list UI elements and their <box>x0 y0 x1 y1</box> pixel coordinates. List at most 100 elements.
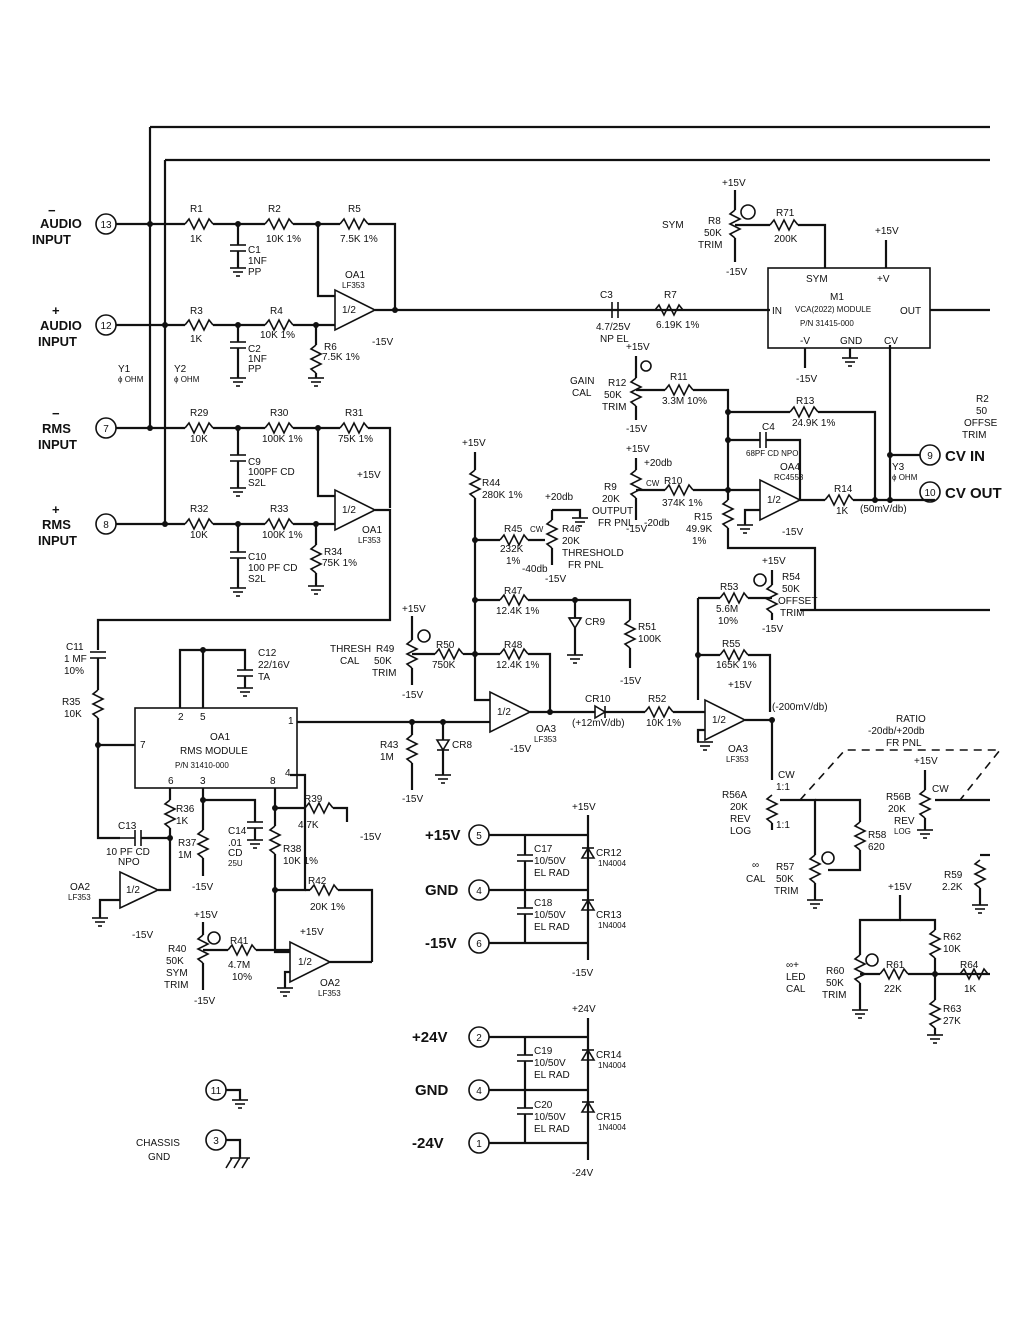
svg-text:R39: R39 <box>304 794 323 805</box>
svg-text:R61: R61 <box>886 960 905 971</box>
svg-text:10K 1%: 10K 1% <box>646 718 681 729</box>
svg-text:R34: R34 <box>324 547 343 558</box>
svg-text:27K: 27K <box>943 1016 961 1027</box>
svg-text:24.9K 1%: 24.9K 1% <box>792 418 835 429</box>
svg-text:10K: 10K <box>190 530 208 541</box>
svg-text:232K: 232K <box>500 544 524 555</box>
svg-text:+15V: +15V <box>875 226 899 237</box>
svg-text:Y3: Y3 <box>892 462 905 473</box>
svg-text:C9: C9 <box>248 457 261 468</box>
svg-text:11: 11 <box>211 1086 222 1097</box>
svg-text:10K: 10K <box>943 944 961 955</box>
svg-text:R64: R64 <box>960 960 979 971</box>
svg-text:1: 1 <box>476 1139 482 1150</box>
svg-text:1/2: 1/2 <box>712 715 726 726</box>
svg-text:+15V: +15V <box>572 802 596 813</box>
svg-text:R38: R38 <box>283 844 302 855</box>
svg-text:+20db: +20db <box>545 492 574 503</box>
svg-text:1:1: 1:1 <box>776 820 790 831</box>
svg-text:RMS MODULE: RMS MODULE <box>180 746 248 757</box>
svg-text:C2: C2 <box>248 344 261 355</box>
svg-text:1:1: 1:1 <box>776 782 790 793</box>
svg-text:R4: R4 <box>270 306 283 317</box>
svg-text:7.5K 1%: 7.5K 1% <box>340 234 378 245</box>
svg-text:R36: R36 <box>176 804 195 815</box>
svg-text:GAIN: GAIN <box>570 376 594 387</box>
svg-text:100 PF CD: 100 PF CD <box>248 563 297 574</box>
svg-text:−: − <box>48 203 56 218</box>
svg-text:OUTPUT: OUTPUT <box>592 506 633 517</box>
svg-text:R11: R11 <box>670 372 688 383</box>
svg-text:50: 50 <box>976 406 988 417</box>
svg-text:CW: CW <box>530 525 544 534</box>
svg-text:R55: R55 <box>722 639 741 650</box>
svg-text:12.4K 1%: 12.4K 1% <box>496 606 539 617</box>
ratio-control: RATIO -20db/+20db FR PNL +15V CW R56B 20… <box>746 714 1002 914</box>
svg-text:+: + <box>52 502 60 517</box>
svg-text:R3: R3 <box>190 306 203 317</box>
svg-text:4.7K: 4.7K <box>298 820 319 831</box>
led-cal: +15V ∞+ LED CAL R60 50K TRIM R61 22K R62… <box>786 882 990 1044</box>
svg-text:P/N 31415-000: P/N 31415-000 <box>800 319 854 328</box>
svg-text:+15V: +15V <box>914 756 938 767</box>
audio-minus-input: − AUDIO INPUT 13 R1 1K R2 10K 1% R5 7.5K… <box>32 203 397 310</box>
svg-text:6.19K 1%: 6.19K 1% <box>656 320 699 331</box>
oa2-section: R36 1K C13 10 PF CD NPO 1/2 OA2 LF353 -1… <box>68 773 381 998</box>
svg-text:R32: R32 <box>190 504 209 515</box>
svg-text:R56A: R56A <box>722 790 747 801</box>
svg-text:20K 1%: 20K 1% <box>310 902 345 913</box>
svg-text:OA2: OA2 <box>320 978 340 989</box>
svg-text:CAL: CAL <box>572 388 592 399</box>
gain-section: GAIN CAL +15V -15V R12 50K TRIM R11 3.3M… <box>570 342 817 610</box>
svg-text:2.2K: 2.2K <box>942 882 963 893</box>
svg-text:+15V: +15V <box>626 444 650 455</box>
svg-text:10: 10 <box>924 488 936 499</box>
svg-text:+: + <box>52 303 60 318</box>
svg-text:TRIM: TRIM <box>698 240 722 251</box>
svg-text:R54: R54 <box>782 572 801 583</box>
svg-text:200K: 200K <box>774 234 798 245</box>
svg-text:R40: R40 <box>168 944 187 955</box>
svg-text:R43: R43 <box>380 740 399 751</box>
svg-text:4.7M: 4.7M <box>228 960 250 971</box>
thresh-cal: THRESH CAL +15V -15V R49 50K TRIM R50 75… <box>330 604 475 701</box>
svg-text:REV: REV <box>730 814 751 825</box>
svg-text:1/2: 1/2 <box>298 957 312 968</box>
svg-text:(50mV/db): (50mV/db) <box>860 504 907 515</box>
svg-text:PP: PP <box>248 364 262 375</box>
svg-text:10K 1%: 10K 1% <box>266 234 301 245</box>
svg-text:750K: 750K <box>432 660 456 671</box>
audio-plus-input: + AUDIO INPUT 12 R3 1K R4 10K 1% C2 1NF … <box>38 303 360 387</box>
svg-text:OA1: OA1 <box>362 525 382 536</box>
svg-text:CR14: CR14 <box>596 1050 622 1061</box>
svg-text:620: 620 <box>868 842 885 853</box>
svg-text:-15V: -15V <box>726 267 747 278</box>
svg-text:OA1: OA1 <box>345 270 365 281</box>
svg-text:50K: 50K <box>704 228 722 239</box>
svg-text:GND: GND <box>415 1082 449 1099</box>
svg-text:1K: 1K <box>836 506 849 517</box>
svg-text:8: 8 <box>270 776 276 787</box>
svg-text:R6: R6 <box>324 342 337 353</box>
svg-text:280K 1%: 280K 1% <box>482 490 523 501</box>
svg-text:+15V: +15V <box>425 827 460 844</box>
svg-text:1/2: 1/2 <box>767 495 781 506</box>
oa3-threshold: +15V R44 280K 1% R45 232K 1% CW +20db -4… <box>462 438 705 755</box>
svg-text:LF353: LF353 <box>342 281 365 290</box>
svg-text:-15V: -15V <box>360 832 381 843</box>
svg-text:CR9: CR9 <box>585 617 605 628</box>
svg-text:EL RAD: EL RAD <box>534 1070 570 1081</box>
svg-text:INPUT: INPUT <box>38 533 77 548</box>
svg-text:TRIM: TRIM <box>774 886 798 897</box>
svg-text:TRIM: TRIM <box>164 980 188 991</box>
svg-text:-15V: -15V <box>796 374 817 385</box>
svg-text:10 PF CD: 10 PF CD <box>106 847 150 858</box>
svg-text:20K: 20K <box>602 494 620 505</box>
svg-text:SYM: SYM <box>166 968 188 979</box>
svg-text:CV OUT: CV OUT <box>945 485 1002 502</box>
svg-text:R9: R9 <box>604 482 617 493</box>
svg-text:6: 6 <box>168 776 174 787</box>
svg-text:7: 7 <box>140 740 146 751</box>
